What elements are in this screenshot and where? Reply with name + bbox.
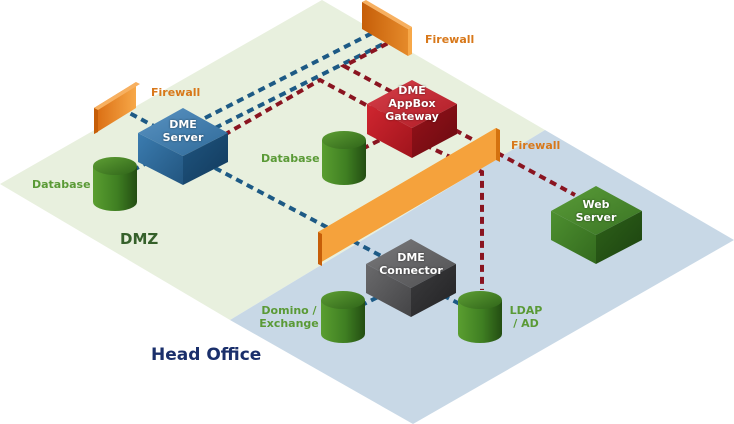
server-web-server-label: Web Server [571, 198, 621, 224]
server-appbox-gateway-label-line1: DME [398, 84, 426, 97]
server-dme-server-label: DME Server [158, 118, 208, 144]
server-appbox-gateway-label: DME AppBox Gateway [382, 84, 442, 124]
server-web-server-label-line2: Server [575, 211, 617, 225]
database-dmz-right [322, 131, 366, 185]
server-dme-connector-label-line2: Connector [379, 264, 443, 278]
server-appbox-gateway [367, 80, 457, 158]
database-ldap-label-line1: LDAP [509, 304, 543, 317]
zone-head-office-label: Head Office [151, 345, 262, 365]
database-ldap [458, 291, 502, 343]
database-domino-label-line2: Exchange [259, 317, 319, 331]
server-web-server [551, 186, 642, 264]
connection-top-firewall-to-gateway [339, 36, 399, 94]
connection-gateway-to-ldap [424, 143, 484, 290]
server-dme-connector-label-line1: DME [397, 251, 425, 264]
connection-server-to-top-firewall-a [204, 22, 391, 120]
database-domino [321, 291, 365, 343]
server-dme-server-label-line1: DME [169, 118, 197, 131]
firewall-top-label: Firewall [425, 33, 475, 46]
firewall-left [94, 82, 140, 134]
server-dme-server [138, 108, 228, 185]
database-dmz-left-label: Database [32, 178, 91, 191]
server-web-server-label-line1: Web [582, 198, 610, 211]
database-domino-label-line1: Domino / [261, 304, 317, 317]
database-dmz-right-label: Database [261, 152, 320, 165]
firewall-internal-label: Firewall [511, 139, 561, 152]
connection-server-to-connector [214, 166, 386, 260]
server-appbox-gateway-label-line3: Gateway [385, 110, 439, 124]
database-ldap-label-line2: / AD [513, 317, 539, 331]
firewall-internal [318, 128, 500, 266]
server-dme-connector [366, 239, 456, 317]
database-domino-label: Domino / Exchange [259, 304, 319, 330]
server-dme-server-label-line2: Server [162, 131, 204, 145]
database-ldap-label: LDAP / AD [508, 304, 544, 330]
firewall-left-label: Firewall [151, 86, 201, 99]
server-dme-connector-label: DME Connector [376, 251, 446, 277]
firewall-top [362, 0, 412, 56]
zone-dmz-label: DMZ [120, 230, 159, 248]
database-dmz-left [93, 157, 137, 211]
connection-gateway-to-web-server [454, 128, 576, 197]
connection-server-to-gateway [223, 77, 391, 137]
server-appbox-gateway-label-line2: AppBox [388, 97, 436, 111]
zone-dmz-plane [0, 0, 545, 320]
